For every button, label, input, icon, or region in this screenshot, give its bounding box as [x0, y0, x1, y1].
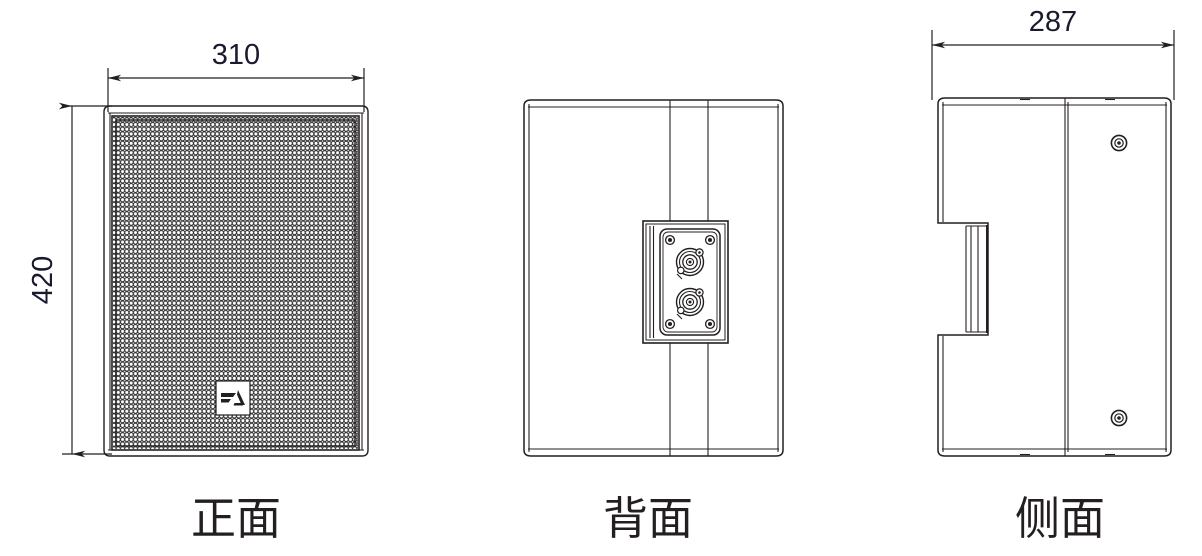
back-view: 背面: [523, 99, 784, 545]
dimension-value-width-front: 310: [212, 39, 260, 71]
dimension-value-depth-side: 287: [1029, 6, 1077, 38]
back-view-label: 背面: [603, 492, 693, 545]
side-depth-dimension: 287: [931, 6, 1175, 100]
panel-corner-screws: [664, 234, 716, 330]
speakon-connector-upper: [675, 247, 705, 280]
brand-logo: [215, 380, 251, 416]
dimension-value-height-front: 420: [27, 256, 59, 304]
speakon-connector-lower: [675, 287, 705, 320]
front-view: 310 420: [27, 39, 369, 545]
side-view: 287: [931, 6, 1175, 545]
front-grille-border: [115, 119, 356, 447]
connector-plate: [659, 228, 721, 336]
side-screw-bottom: [1110, 409, 1128, 427]
side-screw-top: [1110, 134, 1128, 152]
back-connector-panel: [642, 220, 729, 344]
side-cabinet-body: [937, 97, 1172, 457]
front-view-label: 正面: [191, 492, 281, 545]
front-width-dimension: 310: [107, 39, 365, 112]
front-height-dimension: 420: [27, 102, 112, 458]
side-view-label: 侧面: [1015, 492, 1105, 545]
